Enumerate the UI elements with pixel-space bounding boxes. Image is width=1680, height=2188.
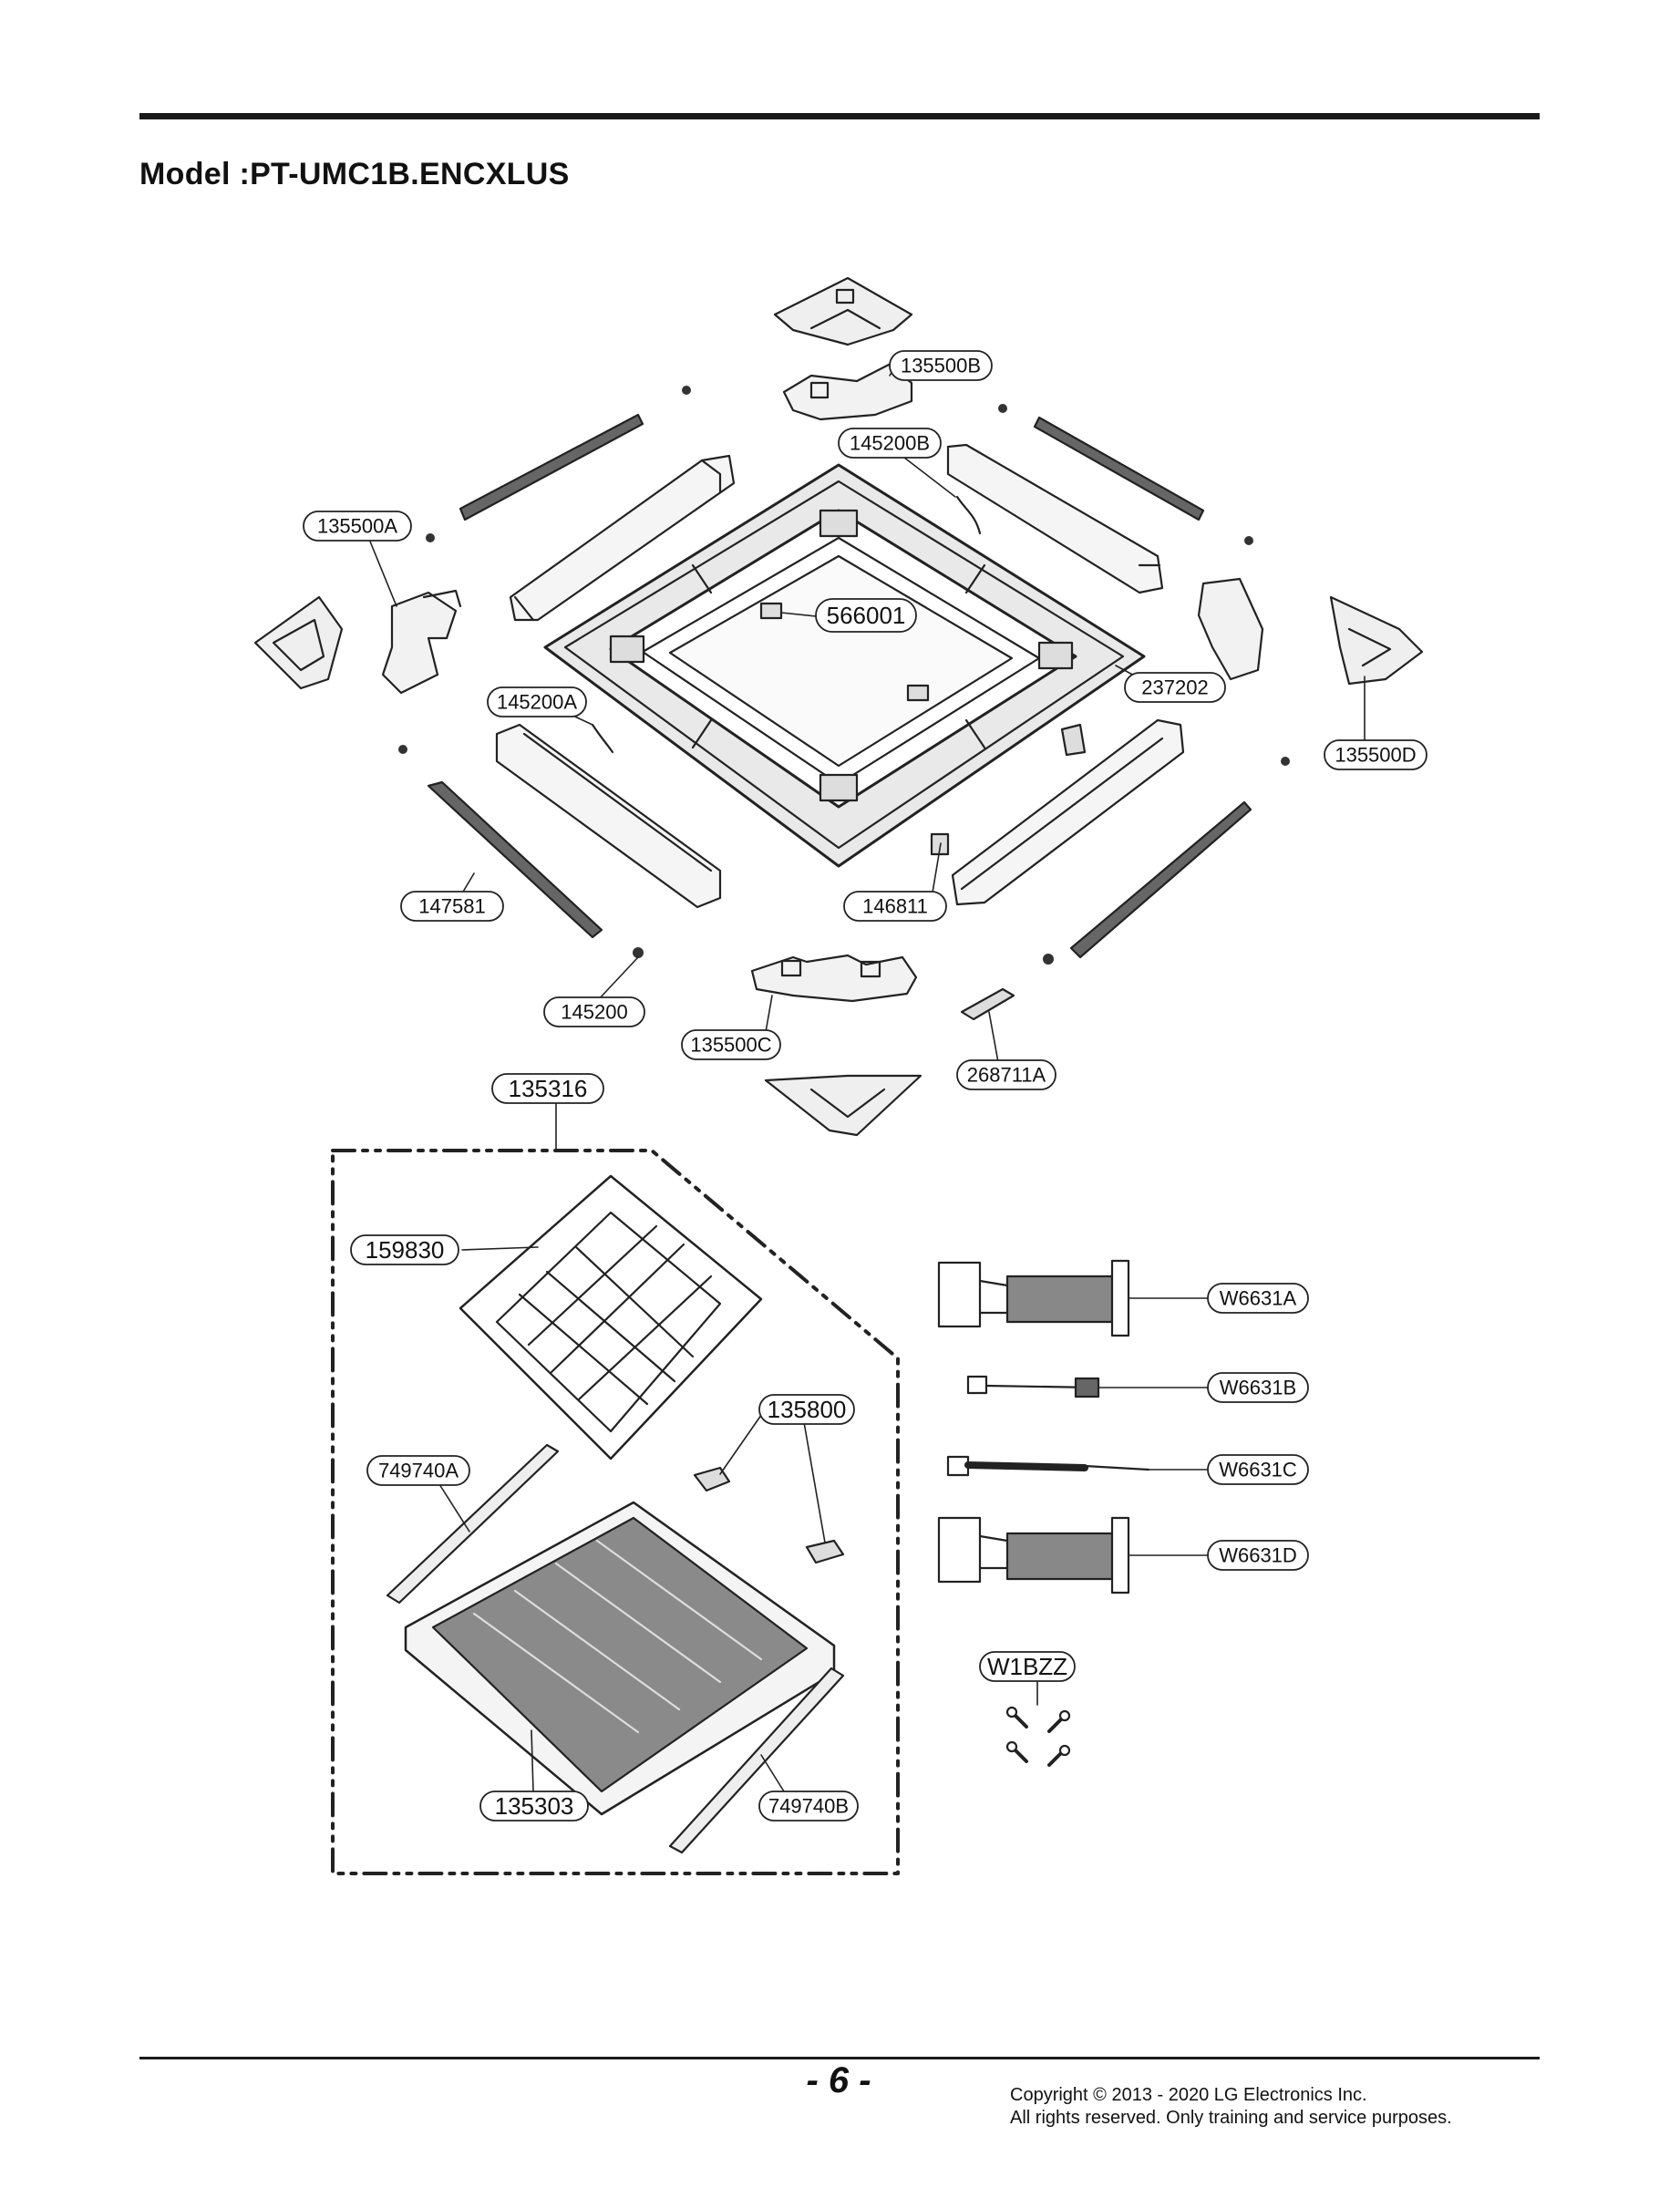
callout-268711A: 268711A bbox=[967, 1064, 1046, 1087]
clip-146811 bbox=[930, 832, 950, 856]
callout-ovals bbox=[303, 350, 1427, 1822]
callout-W6631D: W6631D bbox=[1219, 1544, 1297, 1567]
bottom-rule bbox=[139, 2057, 1540, 2059]
corner-bracket-bottom bbox=[750, 954, 918, 1003]
callout-749740A: 749740A bbox=[378, 1460, 459, 1482]
harness-W6631B bbox=[966, 1375, 1100, 1398]
callout-135500D: 135500D bbox=[1335, 744, 1416, 767]
vane-housing-bottom-right bbox=[951, 718, 1185, 906]
copyright-line-2: All rights reserved. Only training and s… bbox=[1010, 2108, 1452, 2128]
corner-bracket-right bbox=[1197, 577, 1264, 681]
copyright-line-1: Copyright © 2013 - 2020 LG Electronics I… bbox=[1010, 2085, 1367, 2105]
louver-bottom-left bbox=[427, 780, 603, 939]
callout-566001: 566001 bbox=[827, 602, 906, 629]
grille-kit-boundary bbox=[331, 1149, 900, 1875]
callout-145200A: 145200A bbox=[497, 691, 577, 714]
callout-W6631A: W6631A bbox=[1220, 1287, 1297, 1310]
callout-W6631C: W6631C bbox=[1219, 1459, 1297, 1481]
callout-159830: 159830 bbox=[366, 1236, 445, 1264]
callout-135316: 135316 bbox=[509, 1075, 588, 1102]
corner-cover-right bbox=[1329, 595, 1424, 686]
harness-W6631C bbox=[946, 1455, 1150, 1477]
pre-filter-part bbox=[459, 1174, 763, 1460]
page-number: - 6 - bbox=[806, 2060, 871, 2100]
vane-housing-top-right bbox=[946, 443, 1164, 594]
rail-749740A bbox=[386, 1443, 560, 1605]
vane-housing-bottom-left bbox=[495, 723, 722, 909]
screws-W1BZZ bbox=[1005, 1706, 1071, 1767]
harness-W6631A bbox=[937, 1259, 1130, 1337]
corner-bracket-top bbox=[782, 363, 913, 421]
corner-cover-left bbox=[253, 595, 344, 690]
callout-135500A: 135500A bbox=[317, 515, 397, 538]
callout-135800: 135800 bbox=[768, 1396, 847, 1423]
callout-145200: 145200 bbox=[561, 1001, 627, 1024]
louver-bottom-right bbox=[1069, 800, 1252, 959]
callout-135500B: 135500B bbox=[901, 355, 981, 377]
louver-top-left bbox=[459, 413, 644, 521]
clip-237202 bbox=[1060, 723, 1087, 757]
hook-145200B bbox=[955, 495, 982, 535]
vane-housing-top-left bbox=[509, 454, 736, 622]
main-frame-part bbox=[543, 463, 1146, 868]
small-hardware bbox=[398, 386, 1290, 965]
corner-cover-top bbox=[773, 276, 913, 346]
callout-749740B: 749740B bbox=[768, 1795, 849, 1818]
main-grille-part bbox=[404, 1501, 836, 1816]
top-rule bbox=[139, 113, 1540, 119]
connector-268711A bbox=[960, 987, 1015, 1021]
callout-237202: 237202 bbox=[1141, 676, 1208, 699]
callout-145200B: 145200B bbox=[850, 432, 930, 455]
corner-cover-bottom bbox=[764, 1074, 922, 1137]
callout-147581: 147581 bbox=[418, 895, 485, 918]
page-title: Model :PT-UMC1B.ENCXLUS bbox=[139, 157, 570, 191]
callout-W6631B: W6631B bbox=[1220, 1377, 1296, 1399]
callout-135303: 135303 bbox=[495, 1792, 574, 1820]
callout-W1BZZ: W1BZZ bbox=[987, 1653, 1067, 1680]
corner-bracket-left bbox=[381, 589, 462, 695]
hook-145200A bbox=[591, 723, 614, 754]
clip-566001 bbox=[759, 602, 930, 702]
louver-top-right bbox=[1033, 416, 1205, 521]
leader-lines bbox=[366, 361, 1366, 1792]
harness-W6631D bbox=[937, 1516, 1130, 1595]
callout-135500C: 135500C bbox=[690, 1034, 771, 1057]
callout-146811: 146811 bbox=[862, 895, 928, 918]
copyright-notice: Copyright © 2013 - 2020 LG Electronics I… bbox=[1010, 2084, 1452, 2130]
rail-749740B bbox=[668, 1667, 845, 1854]
